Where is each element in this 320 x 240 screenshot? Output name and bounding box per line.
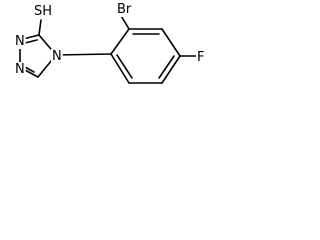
bond-b3-b4 bbox=[161, 28, 181, 57]
bond-n4-c1prime bbox=[55, 53, 112, 56]
bond-b4-b5-inner bbox=[158, 55, 175, 79]
bond-n2-c3-double bbox=[24, 39, 38, 44]
bond-c3-s bbox=[38, 19, 42, 36]
bond-b1-b2 bbox=[110, 28, 130, 55]
bond-b6-b1-inner bbox=[116, 54, 133, 79]
atom-label-n1: N bbox=[15, 62, 25, 77]
atom-label-n4: N bbox=[52, 49, 62, 64]
atom-label-mask bbox=[33, 4, 54, 19]
molecule-structure: SH Br F N N N bbox=[14, 2, 206, 84]
atom-label-mask bbox=[14, 62, 26, 77]
atom-label-f: F bbox=[197, 50, 204, 65]
atom-label-sh: SH bbox=[34, 4, 52, 19]
bond-b4-b5 bbox=[161, 55, 181, 84]
atom-label-br: Br bbox=[117, 2, 132, 17]
atom-label-mask bbox=[14, 34, 26, 49]
bond-b6-b1 bbox=[110, 53, 130, 84]
atom-label-mask bbox=[196, 50, 206, 65]
atom-label-mask bbox=[116, 2, 133, 17]
atom-label-n2: N bbox=[15, 34, 25, 49]
atom-label-mask bbox=[51, 49, 63, 64]
